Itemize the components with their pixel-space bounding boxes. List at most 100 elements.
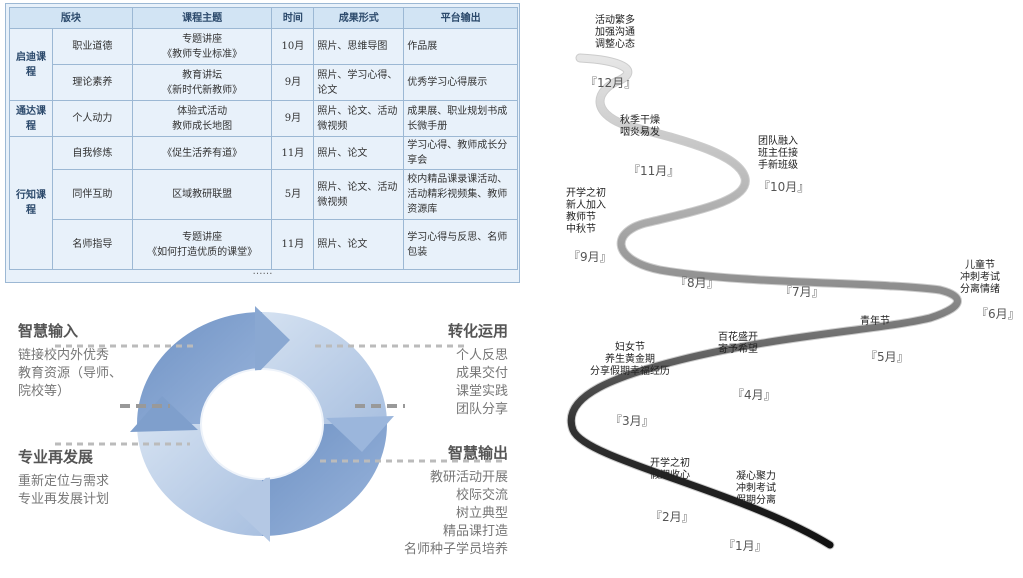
event-line: 百花盛开 — [718, 332, 758, 343]
event-line: 养生黄金期 — [605, 354, 655, 365]
cell-topic-line: 《如何打造优质的课堂》 — [147, 246, 258, 258]
event-line: 分享假期幸福经历 — [590, 366, 670, 377]
cycle-ring — [55, 306, 505, 542]
cell-output: 成果展、职业规划书成长微手册 — [403, 100, 518, 137]
cycle-block-item: 教研活动开展 — [429, 470, 508, 485]
cell-module: 同伴互助 — [51, 169, 133, 220]
event-mar: 妇女节养生黄金期分享假期幸福经历 — [590, 342, 670, 378]
event-line: 加强沟通 — [595, 27, 635, 38]
ring-segment-bottom-left — [137, 424, 262, 536]
header-time: 时间 — [271, 7, 315, 29]
cycle-block-title: 智慧输入 — [18, 322, 79, 340]
month-label: 『12月』 — [585, 76, 637, 90]
cell-topic-line: 《促生活养有道》 — [162, 147, 243, 159]
header-output: 平台输出 — [403, 7, 518, 29]
ring-segment-bottom-right — [262, 424, 387, 536]
cell-module-line: 职业道德 — [72, 41, 113, 52]
table-header-row: 版块 课程主题 时间 成果形式 平台输出 — [9, 7, 518, 29]
cell-result-line: 照片、论文、活动微视频 — [317, 181, 398, 208]
cell-time: 9月 — [271, 100, 315, 137]
cell-output-line: 作品展 — [407, 41, 438, 52]
cell-result-line: 照片、思维导图 — [317, 41, 388, 52]
event-feb: 开学之初假期收心 — [650, 458, 690, 482]
cell-result: 照片、论文 — [313, 219, 405, 270]
cycle-block-item: 个人反思 — [455, 348, 508, 363]
cycle-block-item: 团队分享 — [455, 402, 508, 417]
cell-time-line: 9月 — [284, 77, 302, 88]
event-may: 青年节 — [860, 316, 890, 328]
cell-output-line: 学习心得与反思、名师包装 — [407, 231, 508, 258]
event-jun: 儿童节冲刺考试分离情绪 — [960, 260, 1000, 296]
cell-time: 11月 — [271, 136, 315, 170]
cycle-block-3: 智慧输出教研活动开展校际交流树立典型精品课打造名师种子学员培养 — [404, 442, 508, 559]
cell-module: 个人动力 — [51, 100, 133, 137]
month-label: 『11月』 — [628, 164, 680, 178]
month-label: 『4月』 — [732, 388, 776, 402]
cell-module: 理论素养 — [51, 64, 133, 101]
month-label: 『6月』 — [976, 307, 1020, 321]
cell-output-line: 学习心得、教师成长分享会 — [407, 140, 508, 166]
cell-topic-line: 教师成长地图 — [172, 120, 233, 132]
cell-module-line: 自我修炼 — [72, 147, 113, 159]
cycle-block-item: 重新定位与需求 — [18, 474, 110, 489]
event-line: 假期收心 — [650, 470, 690, 481]
cycle-block-item: 教育资源（导师、 — [18, 366, 123, 381]
cell-result-line: 照片、学习心得、论文 — [317, 69, 398, 96]
cell-output-line: 优秀学习心得展示 — [407, 77, 488, 88]
cell-time-line: 11月 — [281, 239, 305, 250]
cell-topic-line: 教育讲坛 — [182, 69, 223, 81]
cell-section: 启迪课程 — [9, 28, 53, 101]
event-dec: 活动繁多加强沟通调整心态 — [595, 15, 635, 51]
month-label: 『3月』 — [610, 414, 654, 428]
course-table-panel: 版块 课程主题 时间 成果形式 平台输出 启迪课程职业道德专题讲座《教师专业标准… — [5, 3, 520, 283]
event-line: 妇女节 — [615, 342, 645, 353]
cell-result: 照片、论文、活动微视频 — [313, 100, 405, 137]
month-label: 『7月』 — [780, 285, 824, 299]
cell-module: 自我修炼 — [51, 136, 133, 170]
month-label: 『10月』 — [758, 180, 810, 194]
cell-output-line: 成果展、职业规划书成长微手册 — [407, 105, 508, 132]
winding-road — [566, 53, 962, 550]
cell-topic-line: 体验式活动 — [177, 105, 228, 117]
event-line: 教师节 — [566, 212, 596, 223]
event-line: 分离情绪 — [960, 284, 1000, 295]
table-row: 启迪课程 职业道德 专题讲座《教师专业标准》 10月 照片、思维导图 作品展 — [9, 28, 518, 101]
cell-topic-line: 专题讲座 — [182, 231, 223, 243]
cycle-block-item: 院校等） — [18, 384, 71, 399]
cell-topic-line: 《教师专业标准》 — [162, 48, 243, 60]
event-line: 青年节 — [860, 316, 890, 327]
event-line: 调整心态 — [595, 39, 635, 50]
cell-output: 作品展 — [403, 28, 518, 65]
cycle-block-item: 精品课打造 — [442, 524, 508, 539]
event-jan: 凝心聚力冲刺考试假期分离 — [736, 471, 776, 507]
cell-section-line: 启迪课程 — [15, 51, 46, 78]
cell-module: 职业道德 — [51, 28, 133, 65]
cell-time-line: 10月 — [281, 41, 305, 52]
cycle-block-title: 转化运用 — [447, 322, 508, 340]
event-line: 手新班级 — [758, 160, 798, 171]
cycle-block-item: 专业再发展计划 — [18, 492, 110, 507]
cycle-block-item: 链接校内外优秀 — [18, 348, 110, 363]
event-line: 新人加入 — [566, 200, 606, 211]
table-row: 理论素养教育讲坛《新时代新教师》 9月 照片、学习心得、论文优秀学习心得展示 — [10, 64, 518, 101]
cell-time: 11月 — [271, 219, 315, 270]
cell-module-line: 个人动力 — [72, 113, 113, 124]
cell-output: 学习心得、教师成长分享会 — [403, 136, 518, 170]
cell-module-line: 同伴互助 — [72, 189, 113, 200]
month-label: 『5月』 — [865, 350, 909, 364]
event-line: 冲刺考试 — [736, 483, 776, 494]
event-line: 活动繁多 — [595, 15, 635, 26]
cell-result-line: 照片、论文 — [317, 239, 368, 250]
event-line: 寄予希望 — [718, 344, 758, 355]
table-ellipsis: …… — [252, 266, 273, 277]
cycle-block-2: 专业再发展重新定位与需求专业再发展计划 — [18, 446, 109, 509]
month-label: 『1月』 — [723, 539, 767, 553]
ring-segment-top-left — [137, 312, 262, 424]
cell-result-line: 照片、论文 — [317, 147, 368, 159]
cell-topic: 教育讲坛《新时代新教师》 — [131, 64, 273, 101]
cell-topic: 专题讲座《教师专业标准》 — [131, 28, 273, 65]
event-oct: 团队融入班主任接手新班级 — [758, 136, 798, 172]
table-row: 名师指导专题讲座《如何打造优质的课堂》11月照片、论文学习心得与反思、名师包装 — [10, 219, 518, 270]
